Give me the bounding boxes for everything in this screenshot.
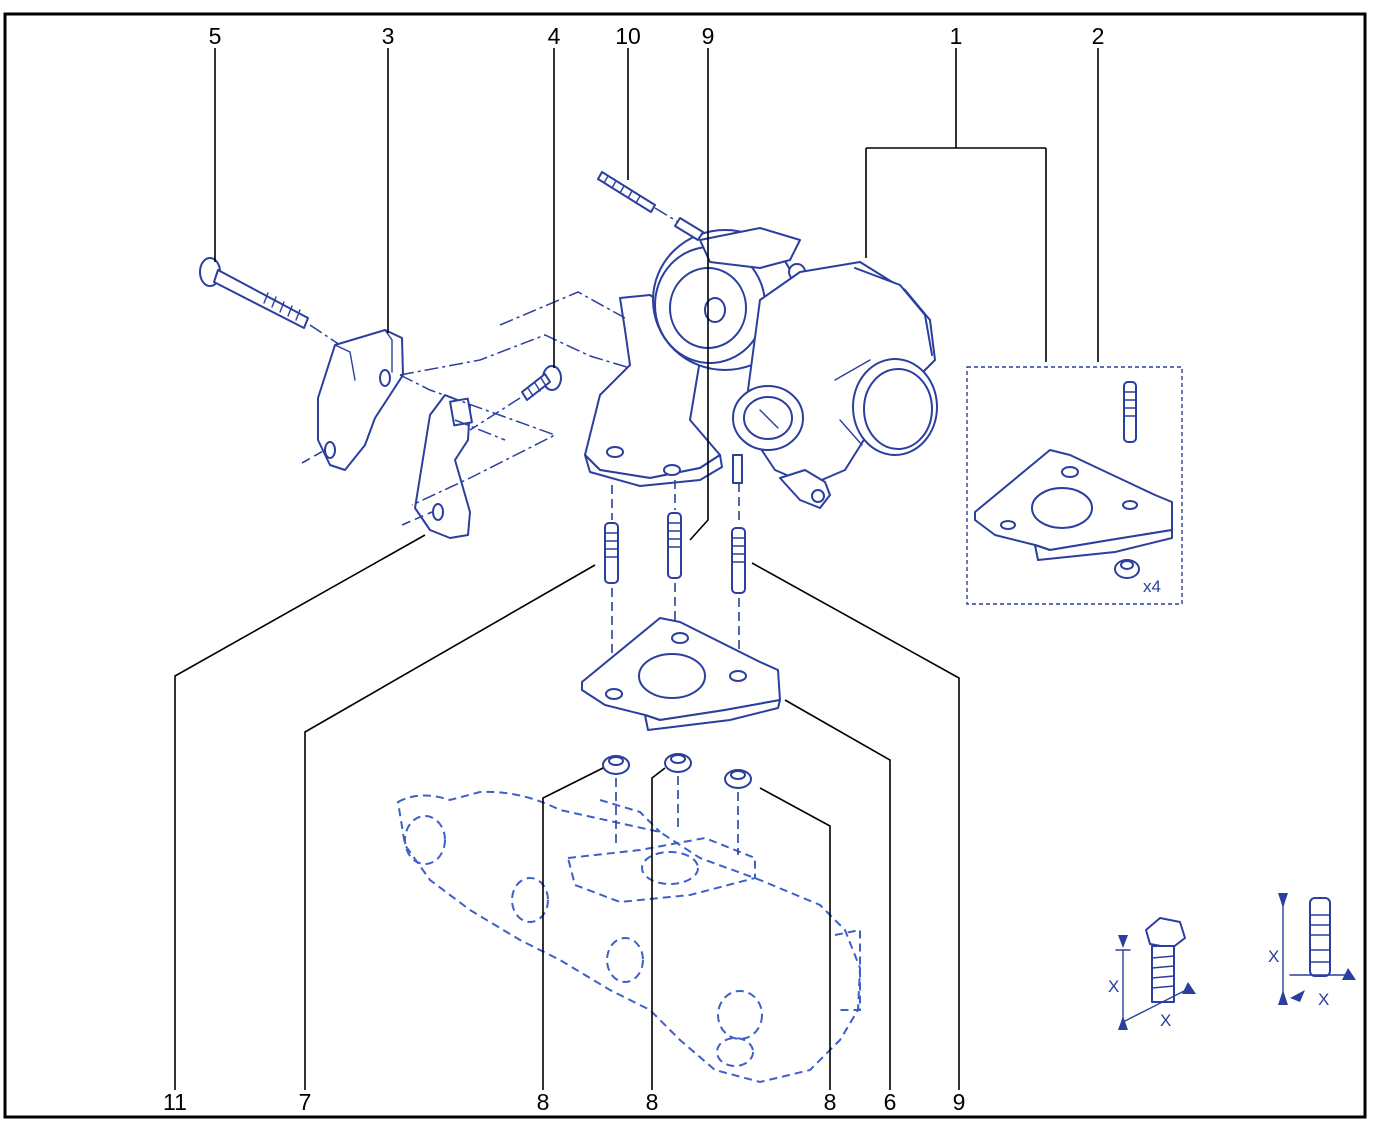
callout-1: 1 [950,23,963,49]
callout-8-c: 8 [824,1089,837,1115]
long-bolt-5 [199,257,341,346]
callout-10: 10 [615,23,641,49]
stud-bolt-10 [597,171,704,241]
bracket-3 [301,329,404,471]
nuts-8 [602,753,752,855]
kit-quantity-label: x4 [1143,577,1161,596]
leader-lines [174,48,1099,1090]
callout-8-b: 8 [646,1089,659,1115]
callouts: 5 3 4 10 9 1 2 11 7 8 8 8 6 9 [163,23,1104,1115]
support-bracket-11 [401,394,473,539]
bolt-length-icon: X X [1108,917,1196,1030]
callout-5: 5 [209,23,222,49]
bolt-4 [469,365,562,431]
gasket-kit-box-2: x4 [966,366,1183,605]
callout-9-bottom: 9 [953,1089,966,1115]
studs [604,480,746,690]
callout-8-a: 8 [537,1089,550,1115]
callout-4: 4 [548,23,561,49]
length-label: X [1108,977,1119,996]
exhaust-manifold-outline [396,790,862,1084]
callout-7: 7 [299,1089,312,1115]
callout-3: 3 [382,23,395,49]
diagram-frame [3,12,1367,1119]
alignment-lines [399,291,631,506]
stud-diameter-label: X [1318,990,1329,1009]
callout-6: 6 [884,1089,897,1115]
callout-11: 11 [163,1089,187,1115]
callout-2: 2 [1092,23,1105,49]
turbocharger [584,227,938,509]
callout-9-top: 9 [702,23,715,49]
stud-length-label: X [1268,947,1279,966]
gasket-6 [581,617,781,731]
diameter-label: X [1160,1011,1171,1030]
stud-length-icon: X X [1268,893,1356,1009]
